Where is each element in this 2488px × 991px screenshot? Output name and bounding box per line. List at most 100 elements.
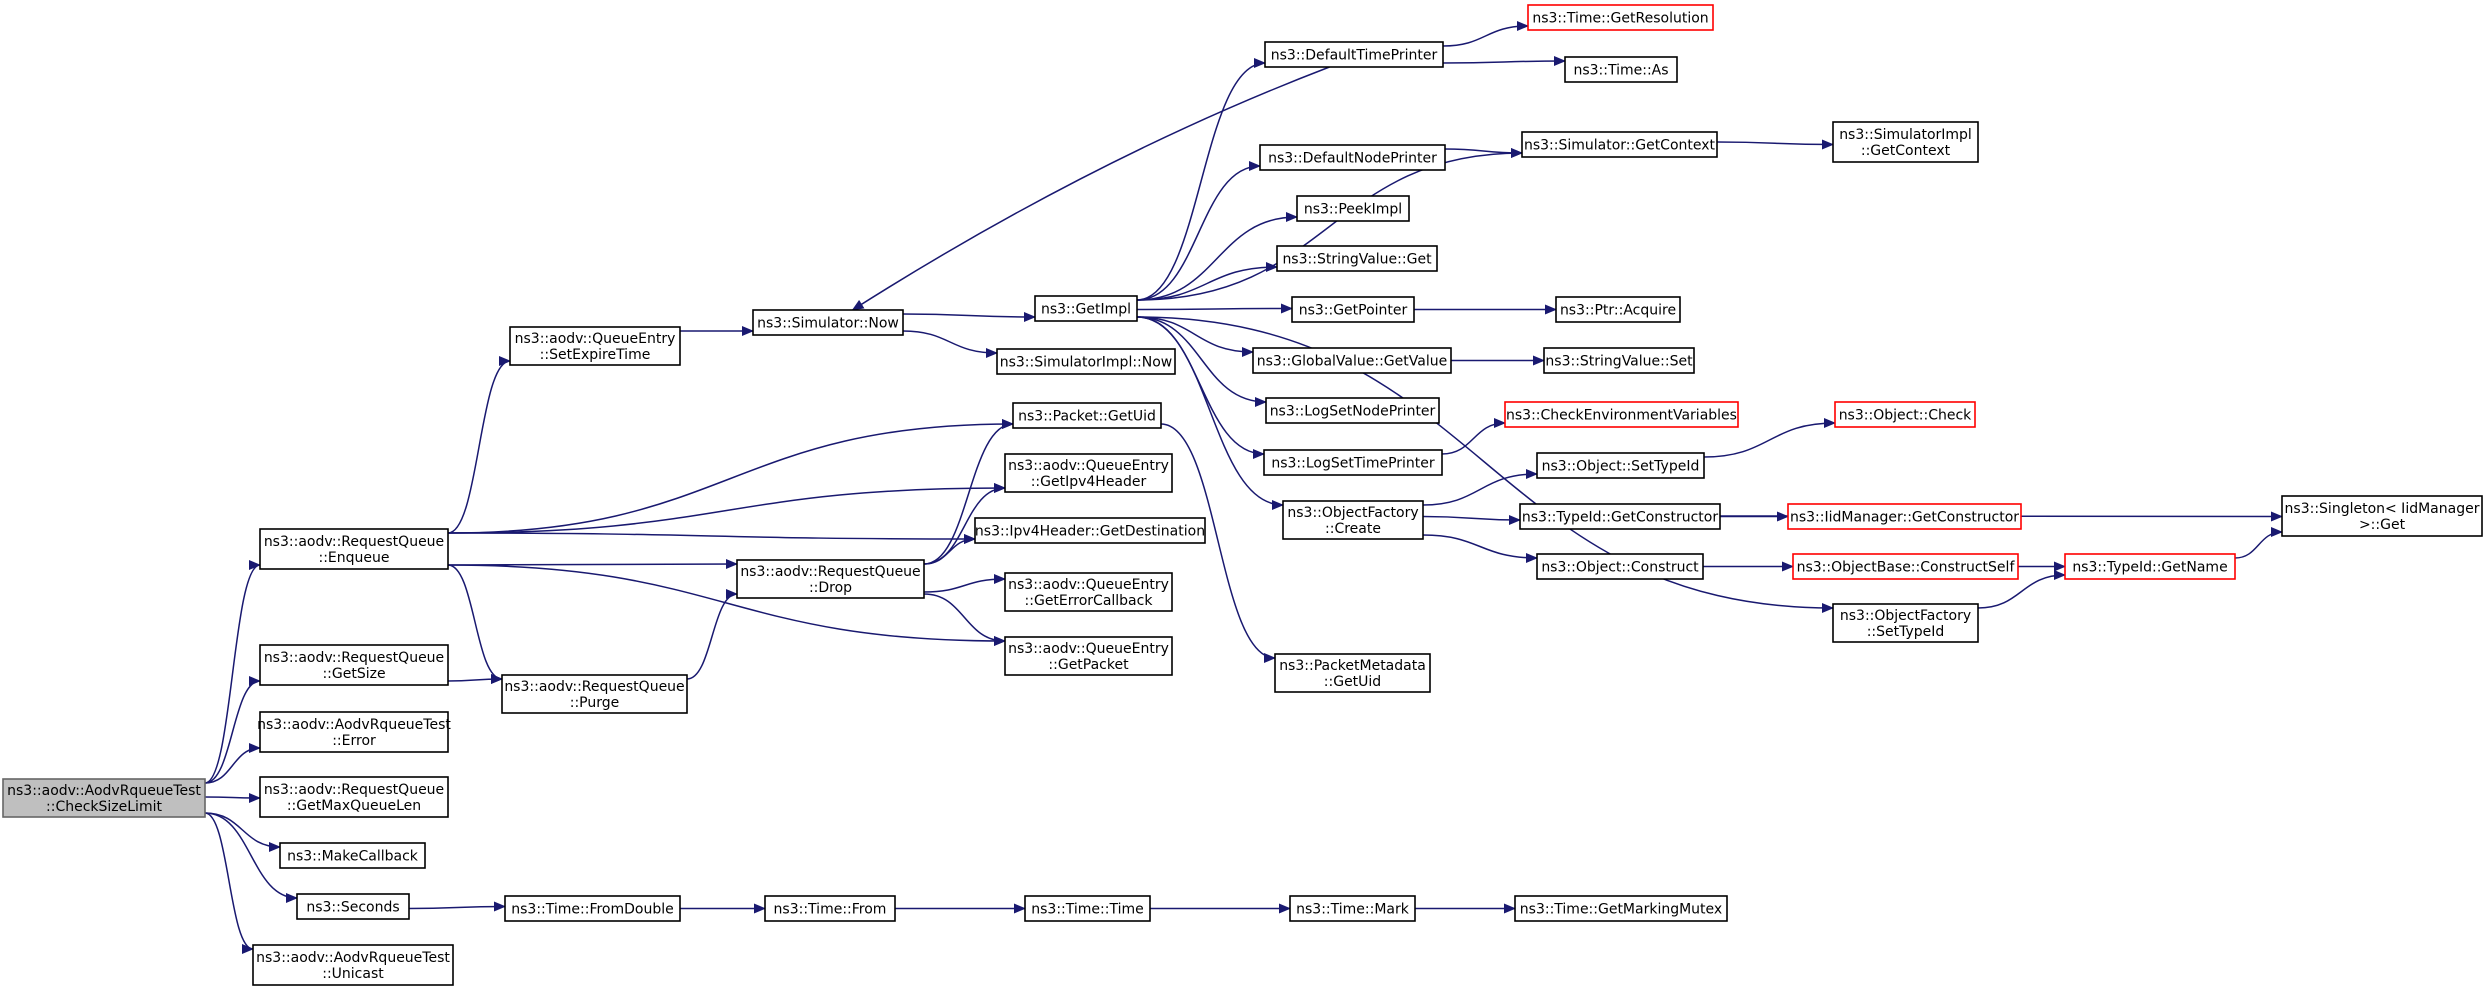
node-timegetres[interactable]: ns3::Time::GetResolution [1527, 4, 1714, 31]
node-box [279, 842, 426, 869]
node-strvalset[interactable]: ns3::StringValue::Set [1543, 347, 1695, 374]
edge-drop-to-geterrcb [923, 574, 1006, 593]
edge-tidgetname-to-singletonget [2234, 527, 2283, 559]
node-purge[interactable]: ns3::aodv::RequestQueue::Purge [501, 674, 688, 714]
node-checkenv[interactable]: ns3::CheckEnvironmentVariables [1504, 401, 1739, 428]
node-getpointer[interactable]: ns3::GetPointer [1291, 296, 1415, 323]
edge-enqueue-to-getdest [447, 532, 976, 544]
node-pktgetuid[interactable]: ns3::Packet::GetUid [1012, 402, 1162, 429]
node-ofsettid[interactable]: ns3::ObjectFactory::SetTypeId [1832, 603, 1979, 643]
node-objsettid[interactable]: ns3::Object::SetTypeId [1536, 452, 1705, 479]
node-geterrcb[interactable]: ns3::aodv::QueueEntry::GetErrorCallback [1004, 572, 1173, 612]
node-label: ns3::aodv::RequestQueue [740, 564, 920, 580]
node-seconds[interactable]: ns3::Seconds [296, 893, 410, 920]
node-tidgetname[interactable]: ns3::TypeId::GetName [2064, 553, 2236, 580]
edge-ofcreate-to-objconstruct [1422, 534, 1538, 563]
node-simimplnow[interactable]: ns3::SimulatorImpl::Now [996, 348, 1176, 375]
node-label: ns3::Time::FromDouble [511, 902, 674, 918]
node-label: ns3::aodv::RequestQueue [264, 534, 444, 550]
edge-simnow-to-simimplnow [902, 330, 998, 358]
node-simgetctx[interactable]: ns3::Simulator::GetContext [1521, 131, 1718, 158]
node-deftimeprinter[interactable]: ns3::DefaultTimePrinter [1264, 41, 1444, 68]
edge-enqueue-to-drop [447, 559, 738, 570]
node-box [2281, 495, 2483, 537]
node-label: ::Enqueue [318, 550, 389, 566]
node-label: ns3::Object::Construct [1541, 560, 1699, 576]
node-makecallback[interactable]: ns3::MakeCallback [279, 842, 426, 869]
node-box [1289, 895, 1416, 922]
node-unicast[interactable]: ns3::aodv::AodvRqueueTest::Unicast [252, 944, 454, 986]
node-logsettime[interactable]: ns3::LogSetTimePrinter [1263, 449, 1443, 476]
node-label: ns3::LogSetNodePrinter [1270, 404, 1436, 420]
node-timemark[interactable]: ns3::Time::Mark [1289, 895, 1416, 922]
node-ofcreate[interactable]: ns3::ObjectFactory::Create [1282, 500, 1424, 540]
edge-getimpl-to-logsetnode [1136, 316, 1267, 407]
node-objconstruct[interactable]: ns3::Object::Construct [1536, 553, 1704, 580]
edge-layer [204, 21, 2283, 954]
edge-deftimeprinter-to-timeas [1442, 56, 1566, 67]
edge-purge-to-drop [686, 589, 738, 680]
node-box [509, 326, 681, 366]
node-getimpl[interactable]: ns3::GetImpl [1034, 295, 1138, 322]
node-setexpire[interactable]: ns3::aodv::QueueEntry::SetExpireTime [509, 326, 681, 366]
node-label: ns3::Time::Time [1031, 902, 1143, 918]
node-box [1012, 402, 1162, 429]
node-box [259, 528, 449, 570]
node-globalvalget[interactable]: ns3::GlobalValue::GetValue [1252, 347, 1452, 374]
edge-getimpl-to-ofcreate [1136, 316, 1284, 510]
node-singletonget[interactable]: ns3::Singleton< IidManager >::Get [2281, 495, 2483, 537]
edge-getimpl-to-ofsettid [1136, 316, 1834, 613]
node-getsize[interactable]: ns3::aodv::RequestQueue::GetSize [259, 644, 449, 686]
node-label: ns3::aodv::AodvRqueueTest [256, 950, 450, 966]
node-getdest[interactable]: ns3::Ipv4Header::GetDestination [974, 517, 1206, 544]
node-label: ns3::aodv::AodvRqueueTest [257, 717, 451, 733]
edge-deftimeprinter-to-timegetres [1442, 21, 1529, 47]
node-box [259, 711, 449, 753]
node-getmarkmutex[interactable]: ns3::Time::GetMarkingMutex [1514, 895, 1728, 922]
node-defnodeprinter[interactable]: ns3::DefaultNodePrinter [1259, 144, 1446, 171]
node-timefrom[interactable]: ns3::Time::From [764, 895, 896, 922]
node-label: ns3::TypeId::GetConstructor [1522, 510, 1718, 526]
node-timeas[interactable]: ns3::Time::As [1564, 56, 1678, 83]
node-iidgetctor[interactable]: ns3::IidManager::GetConstructor [1787, 503, 2022, 530]
node-enqueue[interactable]: ns3::aodv::RequestQueue::Enqueue [259, 528, 449, 570]
node-box [1527, 4, 1714, 31]
edge-root-to-error [204, 743, 261, 784]
edge-getimpl-to-peekimpl [1136, 212, 1298, 301]
node-label: ns3::IidManager::GetConstructor [1790, 510, 2019, 526]
node-box [1792, 553, 2019, 580]
node-drop[interactable]: ns3::aodv::RequestQueue::Drop [736, 559, 925, 599]
node-label: ::Error [332, 733, 376, 749]
node-label: ns3::SimulatorImpl::Now [1000, 355, 1173, 371]
edge-ofsettid-to-tidgetname [1977, 570, 2066, 609]
node-objcheck[interactable]: ns3::Object::Check [1834, 401, 1976, 428]
node-root[interactable]: ns3::aodv::AodvRqueueTest::CheckSizeLimi… [2, 778, 206, 818]
node-objbaseconstruct[interactable]: ns3::ObjectBase::ConstructSelf [1792, 553, 2019, 580]
edge-ofcreate-to-tidgetctor [1422, 514, 1521, 525]
node-box [1832, 121, 1979, 163]
node-peekimpl[interactable]: ns3::PeekImpl [1296, 195, 1410, 222]
node-strvalget[interactable]: ns3::StringValue::Get [1276, 245, 1438, 272]
node-getmaxqlen[interactable]: ns3::aodv::RequestQueue::GetMaxQueueLen [259, 776, 449, 818]
node-logsetnode[interactable]: ns3::LogSetNodePrinter [1265, 397, 1440, 424]
edge-drop-to-pktgetuid [923, 419, 1014, 565]
node-box [1543, 347, 1695, 374]
edge-getimpl-to-strvalget [1136, 262, 1278, 301]
node-fromdouble[interactable]: ns3::Time::FromDouble [504, 895, 681, 922]
node-error[interactable]: ns3::aodv::AodvRqueueTest::Error [257, 711, 451, 753]
node-label: ns3::Ptr::Acquire [1560, 303, 1676, 319]
node-pmgetuid[interactable]: ns3::PacketMetadata::GetUid [1274, 653, 1431, 693]
node-box [1034, 295, 1138, 322]
node-label: ns3::aodv::AodvRqueueTest [7, 783, 201, 799]
node-label: ns3::Seconds [306, 900, 399, 916]
node-simimplgetctx[interactable]: ns3::SimulatorImpl::GetContext [1832, 121, 1979, 163]
node-tidgetctor[interactable]: ns3::TypeId::GetConstructor [1519, 503, 1721, 530]
node-simnow[interactable]: ns3::Simulator::Now [752, 309, 904, 336]
node-getpacket[interactable]: ns3::aodv::QueueEntry::GetPacket [1004, 636, 1173, 676]
node-ptracquire[interactable]: ns3::Ptr::Acquire [1555, 296, 1681, 323]
node-getipv4hdr[interactable]: ns3::aodv::QueueEntry::GetIpv4Header [1004, 453, 1173, 493]
node-timetime[interactable]: ns3::Time::Time [1024, 895, 1151, 922]
node-box [504, 895, 681, 922]
node-label: ns3::Time::GetMarkingMutex [1520, 902, 1722, 918]
